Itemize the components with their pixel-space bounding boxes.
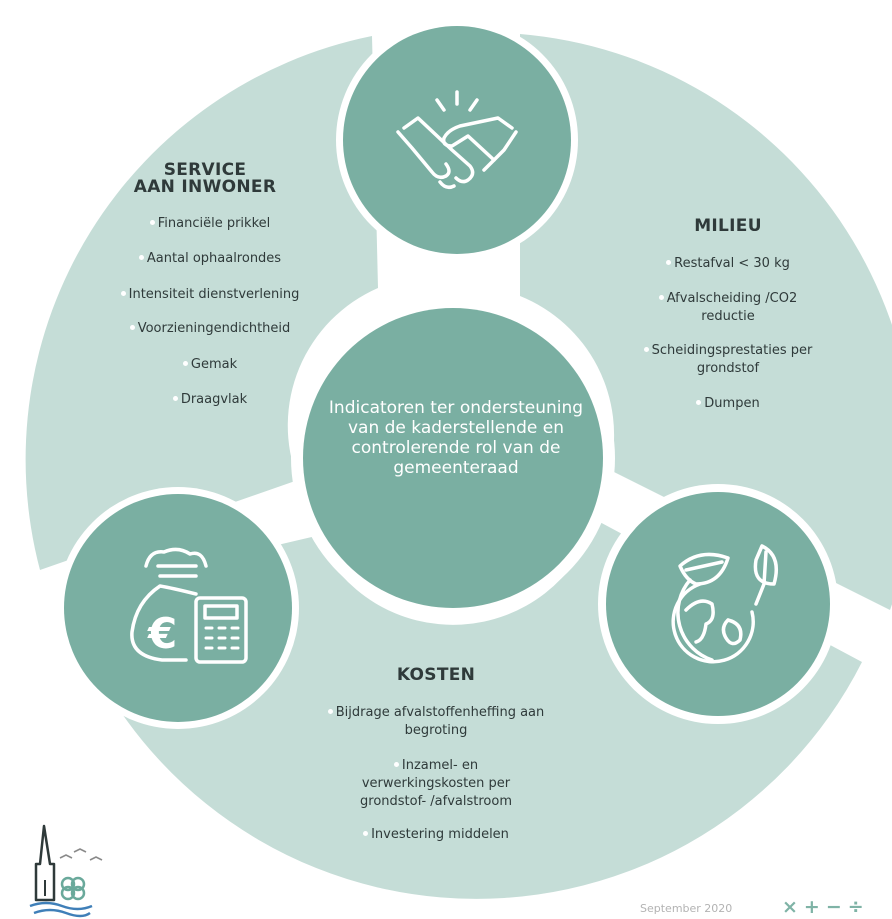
center-circle xyxy=(303,308,603,608)
service-title-line-1: SERVICE xyxy=(163,160,247,180)
svg-text:€: € xyxy=(147,609,177,658)
service-title: SERVICE AAN INWONER xyxy=(120,162,290,196)
list-item: Aantal ophaalrondes xyxy=(80,250,340,268)
money-bag-calculator-icon: € xyxy=(130,547,248,664)
list-item: Investering middelen xyxy=(316,826,556,844)
milieu-icon-circle xyxy=(606,492,830,716)
segment-service-bg xyxy=(25,36,379,570)
list-item: Draagvlak xyxy=(80,391,340,409)
list-item: Intensiteit dienstverlening xyxy=(80,286,340,304)
church-tower-logo-icon xyxy=(29,824,103,918)
list-item: Financiële prikkel xyxy=(80,215,340,233)
list-item: Voorzieningendichtheid xyxy=(80,320,340,338)
service-title-line-2: AAN INWONER xyxy=(133,177,277,197)
list-item: Afvalscheiding /CO2 reductie xyxy=(630,290,826,326)
list-item: Scheidingsprestaties per grondstof xyxy=(630,342,826,378)
center-text: Indicatoren ter ondersteuning van de kad… xyxy=(328,398,584,478)
list-item: Inzamel- en verwerkingskosten per gronds… xyxy=(360,758,512,809)
list-item: Dumpen xyxy=(630,395,826,413)
service-icon-circle xyxy=(343,26,571,254)
list-item: Restafval < 30 kg xyxy=(630,255,826,273)
list-item: Bijdrage afvalstoffenheffing aan begroti… xyxy=(316,704,556,740)
milieu-title: MILIEU xyxy=(694,216,762,236)
math-symbols-icon: ×+−÷ xyxy=(782,896,870,918)
footer-date: September 2020 xyxy=(640,902,733,915)
list-item: Gemak xyxy=(80,356,340,374)
kosten-icon-circle xyxy=(64,494,292,722)
kosten-title: KOSTEN xyxy=(396,665,476,685)
handshake-icon xyxy=(396,90,518,190)
earth-leaf-icon xyxy=(671,544,778,664)
